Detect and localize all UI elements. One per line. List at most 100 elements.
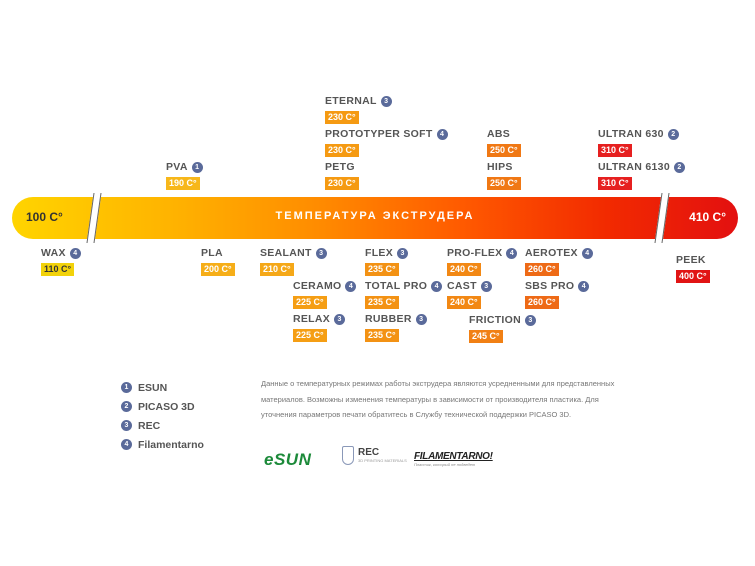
source-legend: 1 ESUN 2 PICASO 3D 3 REC 4 Filamentarno [121,378,204,454]
legend-number: 1 [121,382,132,393]
filamentarno-logo-subtitle: Пластик, который не подведет [414,462,476,467]
material-name: PEEK [676,254,706,266]
temp-badge: 235 C° [365,296,399,309]
legend-number: 4 [121,439,132,450]
material-name: PVA [166,161,188,173]
temp-badge: 225 C° [293,296,327,309]
material-abs: ABS 250 C° [487,128,521,158]
legend-item: 2 PICASO 3D [121,397,204,416]
material-name: TOTAL PRO [365,280,428,292]
source-badge: 3 [315,247,327,259]
material-name: SBS PRO [525,280,575,292]
temperature-scale-bar: 100 C° ТЕМПЕРАТУРА ЭКСТРУДЕРА 410 C° [12,193,738,243]
material-name: FRICTION [469,314,521,326]
material-name: ULTRAN 6130 [598,161,670,173]
temp-badge: 235 C° [365,263,399,276]
temp-badge: 200 C° [201,263,235,276]
material-name: CERAMO [293,280,342,292]
legend-number: 2 [121,401,132,412]
material-name: ETERNAL [325,95,377,107]
temp-badge: 250 C° [487,177,521,190]
legend-label: ESUN [138,381,168,394]
material-name: PETG [325,161,355,173]
material-name: ABS [487,128,511,140]
rec-logo: REC 3D PRINTING MATERIALS [342,446,407,465]
source-badge: 4 [69,247,81,259]
material-name: HIPS [487,161,513,173]
material-name: ULTRAN 630 [598,128,664,140]
material-name: RELAX [293,313,331,325]
material-name: PLA [201,247,223,259]
source-badge: 4 [345,280,357,292]
legend-item: 4 Filamentarno [121,435,204,454]
legend-label: PICASO 3D [138,400,195,413]
source-badge: 3 [480,280,492,292]
filamentarno-logo-text: FILAMENTARNO! [414,451,493,462]
temp-badge: 225 C° [293,329,327,342]
temp-badge: 240 C° [447,296,481,309]
legend-label: Filamentarno [138,438,204,451]
material-pla: PLA 200 C° [201,247,235,277]
source-badge: 2 [673,161,685,173]
material-name: CAST [447,280,477,292]
legend-label: REC [138,419,161,432]
material-petg: PETG 230 C° [325,161,359,191]
source-badge: 4 [578,280,590,292]
esun-logo: eSUN [264,450,312,469]
temp-badge: 245 C° [469,330,503,343]
source-badge: 3 [397,247,409,259]
temp-badge: 400 C° [676,270,710,283]
shield-icon [342,446,354,465]
scale-title: ТЕМПЕРАТУРА ЭКСТРУДЕРА [275,210,475,222]
material-name: PRO-FLEX [447,247,503,259]
source-badge: 4 [436,128,448,140]
rec-logo-subtitle: 3D PRINTING MATERIALS [358,458,407,463]
filamentarno-logo: FILAMENTARNO! Пластик, который не подвед… [414,451,493,467]
scale-min-label: 100 C° [26,210,63,224]
source-badge: 3 [334,313,346,325]
material-name: PROTOTYPER SOFT [325,128,433,140]
temp-badge: 210 C° [260,263,294,276]
material-name: SEALANT [260,247,312,259]
source-badge: 4 [581,247,593,259]
material-peek: PEEK 400 C° [676,254,710,284]
material-name: WAX [41,247,66,259]
source-badge: 2 [667,128,679,140]
disclaimer-text: Данные о температурных режимах работы эк… [261,379,615,419]
temp-badge: 230 C° [325,144,359,157]
temp-badge: 310 C° [598,177,632,190]
source-badge: 1 [191,161,203,173]
source-badge: 3 [415,313,427,325]
legend-number: 3 [121,420,132,431]
scale-max-label: 410 C° [689,210,726,224]
temp-badge: 250 C° [487,144,521,157]
temp-badge: 240 C° [447,263,481,276]
rec-logo-text: REC [358,447,380,458]
source-badge: 4 [431,280,443,292]
temp-badge: 190 C° [166,177,200,190]
material-name: FLEX [365,247,394,259]
temp-badge: 260 C° [525,296,559,309]
material-name: AEROTEX [525,247,578,259]
temp-badge: 235 C° [365,329,399,342]
temp-badge: 310 C° [598,144,632,157]
legend-item: 3 REC [121,416,204,435]
temp-badge: 230 C° [325,111,359,124]
